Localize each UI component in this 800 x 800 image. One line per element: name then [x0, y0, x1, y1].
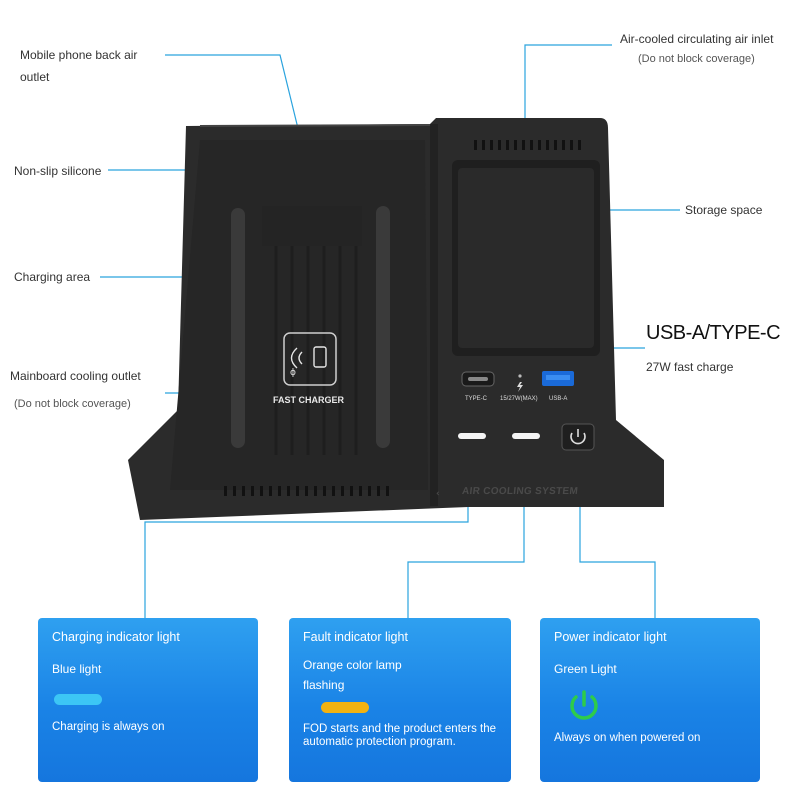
- mainboard-cooling-vents: [224, 486, 389, 496]
- wireless-charging-icon: [283, 332, 337, 386]
- card-desc: FOD starts and the product enters the au…: [303, 723, 497, 749]
- card-title: Power indicator light: [554, 630, 667, 644]
- typec-label: TYPE-C: [465, 396, 488, 402]
- orange-indicator-swatch: [321, 702, 369, 713]
- usba-label: USB-A: [549, 396, 568, 402]
- label-usb-sub: 27W fast charge: [646, 360, 734, 374]
- lightning-icon: [517, 382, 523, 392]
- label-air-inlet-note: (Do not block coverage): [638, 53, 755, 65]
- silicone-strip-right: [376, 206, 390, 448]
- card-fault-indicator: Fault indicator light Orange color lamp …: [289, 618, 511, 782]
- card-line: Orange color lamp: [303, 658, 402, 672]
- label-mainboard-note: (Do not block coverage): [14, 398, 131, 410]
- label-charging-area: Charging area: [14, 270, 91, 284]
- air-inlet-vents: [474, 140, 581, 150]
- power-icon: [570, 690, 598, 720]
- label-usb-title: USB-A/TYPE-C: [646, 322, 781, 344]
- leader-air-inlet: [524, 44, 612, 140]
- fast-charger-label: FAST CHARGER: [273, 395, 345, 405]
- label-non-slip: Non-slip silicone: [14, 164, 102, 178]
- card-desc: Always on when powered on: [554, 732, 701, 744]
- silicone-strip-left: [231, 208, 245, 448]
- card-title: Charging indicator light: [52, 630, 180, 644]
- charging-indicator-light: [458, 433, 486, 439]
- blue-indicator-swatch: [54, 694, 102, 705]
- label-storage: Storage space: [685, 203, 763, 217]
- power-icon: [570, 432, 586, 445]
- label-mobile-outlet: Mobile phone back air outlet: [20, 48, 138, 84]
- charging-area-grooves: [274, 245, 358, 455]
- fault-indicator-light: [512, 433, 540, 439]
- card-line: Blue light: [52, 662, 102, 676]
- card-line: flashing: [303, 678, 345, 692]
- back-air-outlet: [262, 206, 362, 246]
- card-power-indicator: Power indicator light Green Light Always…: [540, 618, 760, 782]
- svg-text:‹: ‹: [436, 489, 440, 499]
- air-cooling-label: AIR COOLING SYSTEM: [461, 486, 579, 497]
- card-title: Fault indicator light: [303, 630, 408, 644]
- card-line: Green Light: [554, 662, 617, 676]
- label-air-inlet: Air-cooled circulating air inlet: [620, 32, 774, 46]
- svg-text:ϕ: ϕ: [290, 368, 296, 378]
- card-charging-indicator: Charging indicator light Blue light Char…: [38, 618, 258, 782]
- label-mainboard-outlet: Mainboard cooling outlet: [10, 369, 141, 383]
- card-desc: Charging is always on: [52, 721, 165, 733]
- power-rating-label: 15/27W(MAX): [500, 396, 538, 402]
